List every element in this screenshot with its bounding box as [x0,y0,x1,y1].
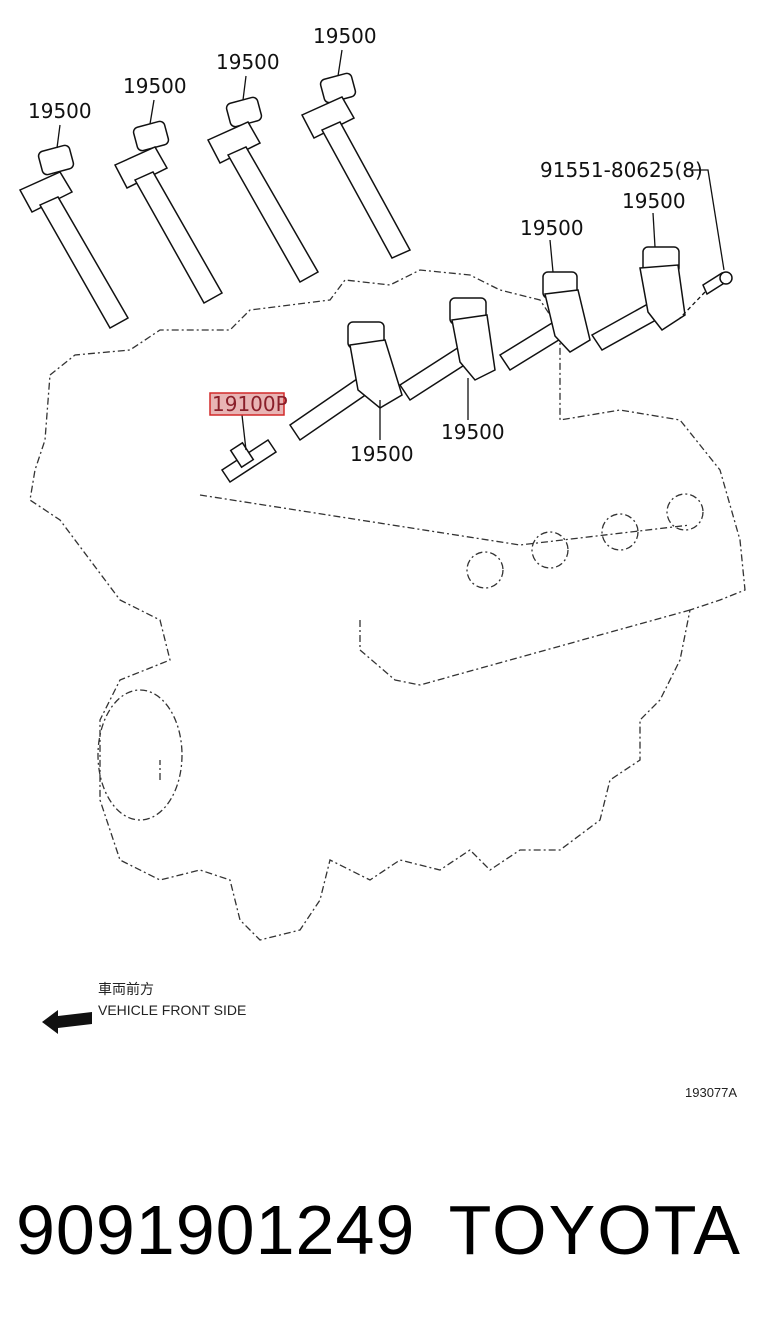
label-spark-plug-highlight[interactable]: 19100P [209,392,288,416]
coil-upper-3 [206,75,320,284]
spark-plug [220,414,278,484]
label-coil-1[interactable]: 19500 [28,99,92,123]
coil-upper-1 [18,124,130,330]
label-spark-plug[interactable]: 19100P [212,392,288,416]
coil-lower-2 [398,297,496,420]
highlight-box [209,392,285,416]
direction-japanese: 車両前方 [98,981,154,997]
label-coil-2[interactable]: 19500 [123,74,187,98]
label-coil-3[interactable]: 19500 [216,50,280,74]
label-bolt[interactable]: 91551-80625(8) [540,158,703,182]
label-coil-5[interactable]: 19500 [520,216,584,240]
engine-outline [29,269,746,941]
bolt [679,169,733,319]
direction-english: VEHICLE FRONT SIDE [98,1002,246,1018]
coil-lower-3 [498,239,591,372]
coil-lower-4 [590,212,686,351]
coil-lower-1 [288,321,403,442]
label-coil-4[interactable]: 19500 [313,24,377,48]
vehicle-front-indicator: 車両前方 VEHICLE FRONT SIDE [42,981,246,1034]
label-coil-6[interactable]: 19500 [622,189,686,213]
label-coil-7[interactable]: 19500 [441,420,505,444]
label-coil-8[interactable]: 19500 [350,442,414,466]
footer: 9091901249 TOYOTA [0,1180,760,1300]
coil-upper-2 [113,99,224,305]
coil-upper-4 [300,49,412,259]
part-number: 9091901249 [16,1191,416,1269]
brand-name: TOYOTA [448,1191,742,1269]
diagram-code: 193077A [685,1085,737,1100]
parts-diagram: 19500 19500 19500 19500 19500 19500 1950… [18,24,746,1100]
arrow-left-icon [42,1010,92,1034]
